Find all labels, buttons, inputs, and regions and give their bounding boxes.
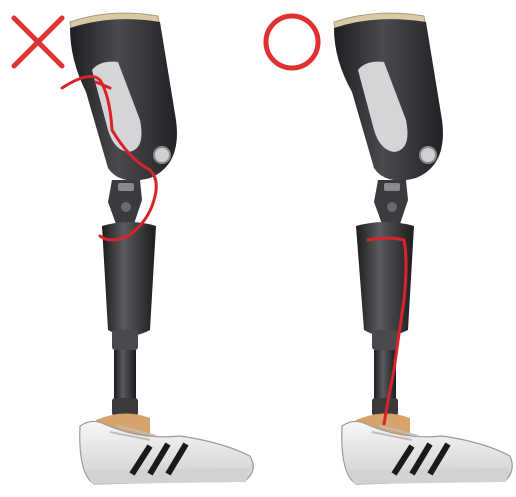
prosthetic-leg-drawing: [258, 0, 516, 497]
incorrect-routing-figure: [0, 0, 258, 497]
pylon: [372, 330, 398, 350]
shoe: [342, 421, 512, 484]
socket-valve-icon: [420, 147, 436, 163]
socket-valve-icon: [154, 147, 170, 163]
shoe: [80, 421, 253, 484]
cross-mark-icon: [14, 18, 62, 66]
correct-routing-figure: [258, 0, 516, 497]
circle-mark-icon: [266, 16, 318, 68]
prosthetic-leg-drawing: [0, 0, 258, 497]
pylon: [112, 330, 138, 350]
